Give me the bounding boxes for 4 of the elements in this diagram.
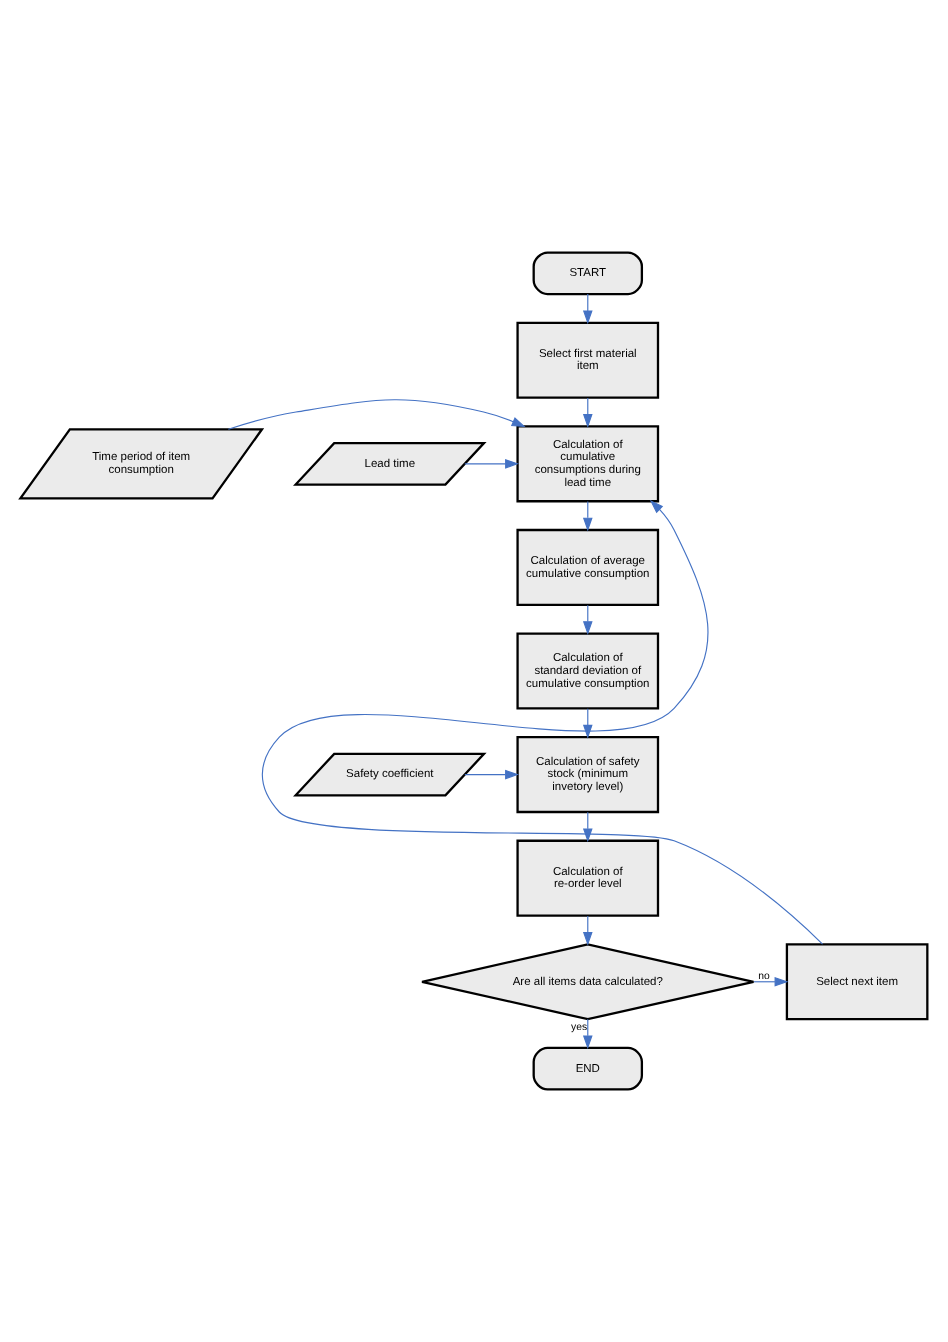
arrow <box>753 976 789 987</box>
arrow <box>227 399 526 430</box>
arrow <box>464 769 519 780</box>
arrow <box>464 458 519 469</box>
